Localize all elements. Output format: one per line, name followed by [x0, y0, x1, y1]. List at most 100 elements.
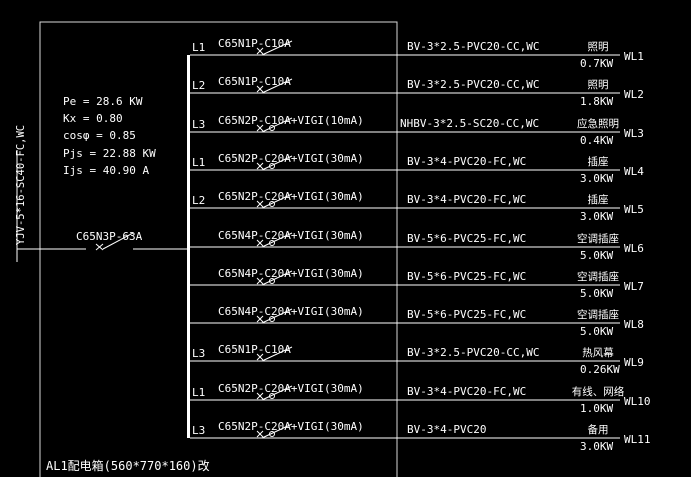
breaker-cross-mark: [256, 392, 264, 400]
circuit-id: WL3: [624, 127, 644, 140]
circuit-id: WL11: [624, 433, 651, 446]
breaker-cross-mark: [256, 430, 264, 438]
cable-spec: BV-3*4-PVC20-FC,WC: [407, 193, 526, 206]
circuit-row: L2 C65N2P-C20A+VIGI(30mA) BV-3*4-PVC20-FC,…: [190, 190, 644, 223]
breaker-cross-mark: [256, 239, 264, 247]
phase-label: L1: [192, 156, 205, 169]
circuit-id: WL2: [624, 88, 644, 101]
rcd-symbol: [269, 201, 275, 207]
cable-spec: BV-3*2.5-PVC20-CC,WC: [407, 78, 539, 91]
rcd-symbol: [269, 163, 275, 169]
circuit-row: C65N4P-C20A+VIGI(30mA) BV-5*6-PVC25-FC,WC…: [190, 305, 644, 338]
load-name: 空调插座: [577, 232, 619, 245]
load-power: 5.0KW: [580, 287, 613, 300]
main-breaker-symbol: [95, 232, 134, 251]
cos-phi-value: cosφ = 0.85: [63, 129, 136, 142]
load-power: 0.26KW: [580, 363, 620, 376]
breaker-cross-mark: [256, 47, 264, 55]
breaker-blade: [261, 270, 293, 286]
load-name: 有线、网络: [572, 385, 625, 398]
phase-label: L1: [192, 41, 205, 54]
breaker-blade: [261, 40, 293, 56]
load-name: 空调插座: [577, 270, 619, 283]
load-name: 空调插座: [577, 308, 619, 321]
panel-enclosure: [39, 21, 398, 477]
circuit-id: WL10: [624, 395, 651, 408]
load-power: 3.0KW: [580, 172, 613, 185]
breaker-cross-mark: [256, 85, 264, 93]
breaker-label: C65N2P-C20A+VIGI(30mA): [218, 152, 364, 165]
breaker-cross-mark: [256, 353, 264, 361]
breaker-label: C65N2P-C20A+VIGI(30mA): [218, 190, 364, 203]
load-power: 0.4KW: [580, 134, 613, 147]
circuit-id: WL8: [624, 318, 644, 331]
cable-spec: BV-3*4-PVC20-FC,WC: [407, 155, 526, 168]
load-name: 备用: [588, 423, 609, 436]
breaker-label: C65N4P-C20A+VIGI(30mA): [218, 229, 364, 242]
breaker-label: C65N2P-C10A+VIGI(10mA): [218, 114, 364, 127]
breaker-label: C65N1P-C10A: [218, 37, 291, 50]
circuit-row: C65N4P-C20A+VIGI(30mA)BV-5*6-PVC25-FC,WC…: [190, 229, 644, 262]
breaker-blade: [261, 155, 293, 171]
breaker-label: C65N1P-C10A: [218, 343, 291, 356]
breaker-label: C65N4P-C20A+VIGI(30mA): [218, 305, 364, 318]
load-power: 5.0KW: [580, 325, 613, 338]
load-name: 插座: [588, 193, 609, 206]
load-power: 3.0KW: [580, 440, 613, 453]
ijs-value: Ijs = 40.90 A: [63, 164, 149, 177]
rcd-symbol: [269, 125, 275, 131]
breaker-label: C65N4P-C20A+VIGI(30mA): [218, 267, 364, 280]
load-name: 照明: [588, 79, 609, 91]
rcd-symbol: [269, 393, 275, 399]
cable-spec: BV-5*6-PVC25-FC,WC: [407, 308, 526, 321]
circuit-id: WL4: [624, 165, 644, 178]
main-breaker-label: C65N3P-63A: [76, 230, 143, 243]
panel-caption: AL1配电箱(560*770*160)改: [46, 458, 210, 473]
kx-value: Kx = 0.80: [63, 112, 123, 125]
phase-label: L3: [192, 118, 205, 131]
breaker-blade: [261, 117, 293, 133]
circuit-row: C65N4P-C20A+VIGI(30mA)BV-5*6-PVC25-FC,WC…: [190, 267, 644, 300]
circuit-row: L1 C65N2P-C20A+VIGI(30mA) BV-3*4-PVC20-FC,…: [190, 152, 644, 185]
circuit-id: WL6: [624, 242, 644, 255]
circuit-id: WL7: [624, 280, 644, 293]
breaker-cross-mark: [256, 315, 264, 323]
breaker-blade: [261, 232, 293, 248]
circuit-id: WL1: [624, 50, 644, 63]
breaker-cross-mark: [256, 277, 264, 285]
load-power: 1.0KW: [580, 402, 613, 415]
breaker-blade: [261, 385, 293, 401]
breaker-blade: [261, 78, 293, 94]
breaker-blade: [261, 346, 293, 362]
breaker-blade: [261, 308, 293, 324]
phase-label: L2: [192, 194, 205, 207]
load-name: 应急照明: [577, 117, 619, 130]
load-power: 3.0KW: [580, 210, 613, 223]
cable-spec: BV-3*4-PVC20: [407, 423, 486, 436]
cable-spec: BV-3*2.5-PVC20-CC,WC: [407, 346, 539, 359]
load-name: 插座: [588, 155, 609, 168]
pjs-value: Pjs = 22.88 KW: [63, 147, 156, 160]
breaker-label: C65N2P-C20A+VIGI(30mA): [218, 382, 364, 395]
phase-label: L1: [192, 386, 205, 399]
breaker-cross-mark: [256, 200, 264, 208]
rcd-symbol: [269, 431, 275, 437]
rcd-symbol: [269, 316, 275, 322]
load-name: 热风幕: [582, 346, 614, 359]
cable-spec: BV-3*4-PVC20-FC,WC: [407, 385, 526, 398]
cable-spec: BV-3*2.5-PVC20-CC,WC: [407, 40, 539, 53]
load-power: 1.8KW: [580, 95, 613, 108]
load-power: 0.7KW: [580, 57, 613, 70]
circuit-id: WL9: [624, 356, 644, 369]
breaker-blade: [261, 193, 293, 209]
pe-value: Pe = 28.6 KW: [63, 95, 143, 108]
phase-label: L3: [192, 424, 205, 437]
busbar: [187, 55, 190, 438]
